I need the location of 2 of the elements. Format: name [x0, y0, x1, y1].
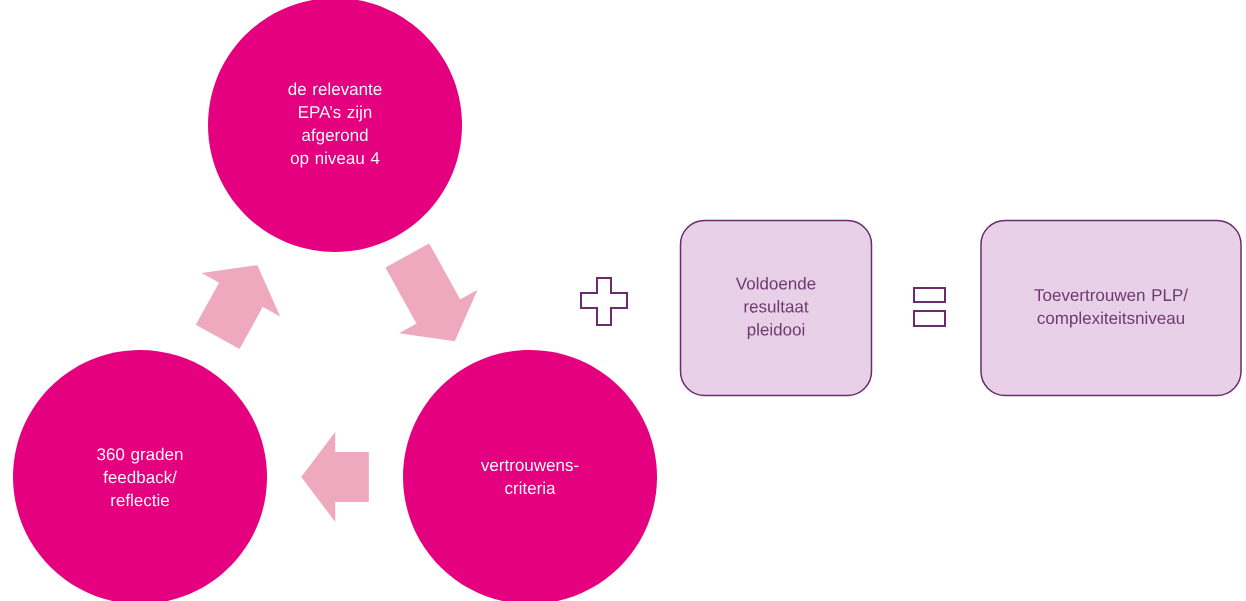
rounded-box: Toevertrouwen PLP/ complexiteitsniveau — [980, 219, 1242, 397]
rounded-box: Voldoende resultaat pleidooi — [679, 219, 873, 397]
